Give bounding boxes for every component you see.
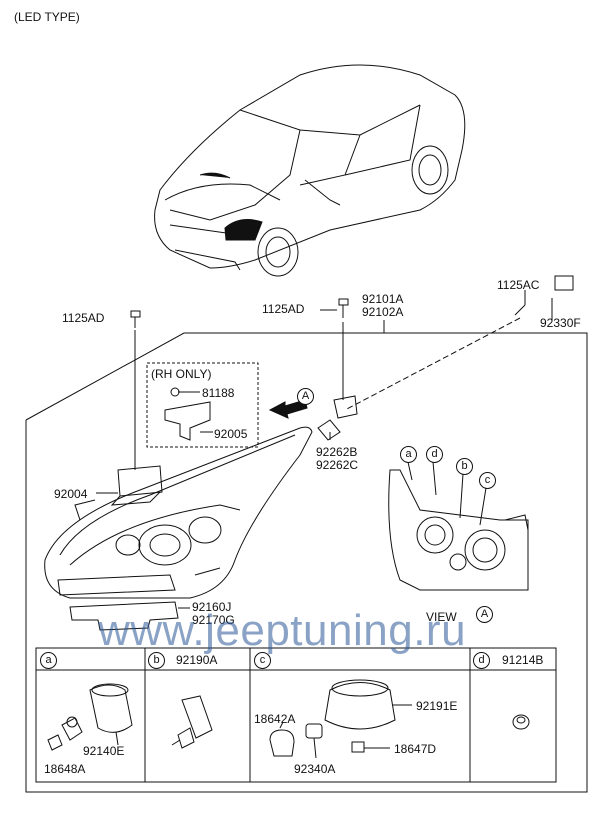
- table-letter-c: c: [254, 652, 271, 669]
- callout-92191E: 92191E: [416, 699, 458, 713]
- table-part-b: 92190A: [176, 653, 218, 667]
- rh-only-box: [146, 362, 259, 448]
- view-letter-circle: A: [476, 606, 493, 623]
- bolt-1125AC: [514, 275, 574, 320]
- cap-92191E: [324, 679, 412, 730]
- housing-rear-view: [388, 461, 529, 591]
- callout-92102A: 92102A: [362, 305, 404, 319]
- callout-81188: 81188: [202, 386, 235, 400]
- page-title: (LED TYPE): [14, 10, 80, 24]
- callout-18642A: 18642A: [254, 712, 296, 726]
- table-letter-a: a: [40, 652, 57, 669]
- callout-92140E: 92140E: [83, 744, 125, 758]
- bulb-92190A: [171, 695, 213, 749]
- callout-18647D: 18647D: [394, 742, 437, 756]
- module-92004: [96, 465, 163, 506]
- cap-92140E: [89, 683, 133, 746]
- callout-92340A: 92340A: [294, 762, 336, 776]
- rh-only-label: (RH ONLY): [151, 367, 212, 381]
- car-illustration: [154, 64, 466, 277]
- bracket-92160J: [69, 601, 190, 631]
- callout-92160J: 92160J: [192, 600, 232, 614]
- view-marker-a: a: [400, 446, 417, 463]
- socket-92262: [317, 395, 358, 441]
- bracket-92005: [164, 387, 213, 441]
- bulb-18647D: [351, 741, 390, 753]
- callout-18648A: 18648A: [44, 762, 86, 776]
- callout-92005: 92005: [214, 427, 248, 441]
- callout-92262B: 92262B: [316, 445, 358, 459]
- callout-92004: 92004: [54, 487, 88, 501]
- parts-table: [35, 647, 557, 783]
- table-letter-d: d: [473, 652, 490, 669]
- screw-1125AD-mid: [320, 298, 349, 400]
- callout-1125AC: 1125AC: [497, 278, 540, 292]
- arrow-a-marker: A: [297, 388, 314, 405]
- screw-1125AD-left: [130, 310, 141, 470]
- table-part-d: 91214B: [502, 653, 544, 667]
- callout-1125AD-mid: 1125AD: [262, 302, 305, 316]
- view-marker-d: d: [426, 446, 443, 463]
- watermark: www.jeeptuning.ru: [98, 606, 467, 655]
- bulb-18648A: [47, 716, 83, 751]
- view-label: VIEW: [426, 610, 457, 624]
- callout-1125AD-left: 1125AD: [62, 311, 105, 325]
- callout-92101A: 92101A: [362, 292, 404, 306]
- socket-92340A: [305, 723, 323, 759]
- callout-92170G: 92170G: [192, 613, 235, 627]
- view-marker-c: c: [479, 472, 496, 489]
- bulb-18642A: [269, 721, 295, 757]
- callout-92330F: 92330F: [540, 316, 581, 330]
- view-marker-b: b: [456, 458, 473, 475]
- callout-92262C: 92262C: [316, 458, 359, 472]
- headlamp-assembly: [44, 426, 313, 599]
- table-letter-b: b: [148, 652, 165, 669]
- grommet-91214B: [512, 714, 530, 730]
- assembly-frame: [25, 332, 588, 793]
